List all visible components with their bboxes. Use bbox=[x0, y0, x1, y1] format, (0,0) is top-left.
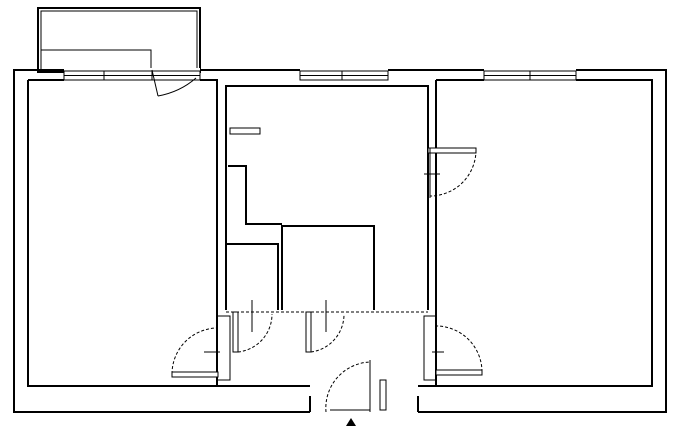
bathroom-door bbox=[305, 300, 345, 353]
bathroom-door-leaf bbox=[305, 311, 312, 353]
left-door-jamb bbox=[217, 315, 231, 381]
right-bedroom-door-swing bbox=[435, 325, 483, 373]
right-room-side-door-swing bbox=[429, 149, 477, 197]
right-bedroom-door-leaf bbox=[435, 369, 483, 376]
bathroom-door-swing bbox=[310, 313, 345, 353]
right-bedroom-door bbox=[432, 325, 483, 376]
right-room-side-door bbox=[424, 147, 477, 198]
left-bedroom-door-leaf bbox=[171, 371, 219, 378]
left-bedroom-inner-wall bbox=[27, 79, 218, 387]
kitchen-partition bbox=[228, 165, 282, 225]
toilet-door bbox=[232, 300, 273, 353]
left-bedroom-door bbox=[171, 327, 220, 378]
balcony-slab-edge bbox=[41, 49, 152, 70]
entry-door-swing bbox=[325, 361, 371, 413]
center-room bbox=[225, 85, 429, 310]
bathroom-wall bbox=[281, 225, 375, 310]
right-door-jamb bbox=[423, 315, 436, 381]
center-room-wall bbox=[225, 85, 429, 310]
balcony-inner-rail bbox=[40, 10, 198, 70]
balcony-door-leaf bbox=[151, 69, 159, 97]
toilet-door-leaf bbox=[232, 311, 239, 353]
toilet-door-swing bbox=[237, 313, 273, 353]
exterior-wall bbox=[13, 69, 667, 413]
balcony-outer-rail bbox=[37, 7, 201, 73]
balcony bbox=[37, 7, 201, 73]
exterior-wall-outer bbox=[13, 69, 667, 413]
wall-niche bbox=[229, 127, 261, 135]
entrance-triangle-icon bbox=[346, 418, 356, 426]
right-room-side-door-leaf bbox=[427, 147, 477, 154]
toilet-wall bbox=[226, 243, 279, 310]
windows bbox=[63, 68, 577, 81]
right-bedroom-inner-wall bbox=[435, 79, 653, 387]
balcony-door bbox=[151, 69, 197, 97]
closet-panel bbox=[379, 379, 387, 411]
left-bedroom-door-swing bbox=[171, 327, 219, 375]
balcony-door-swing bbox=[157, 77, 197, 97]
